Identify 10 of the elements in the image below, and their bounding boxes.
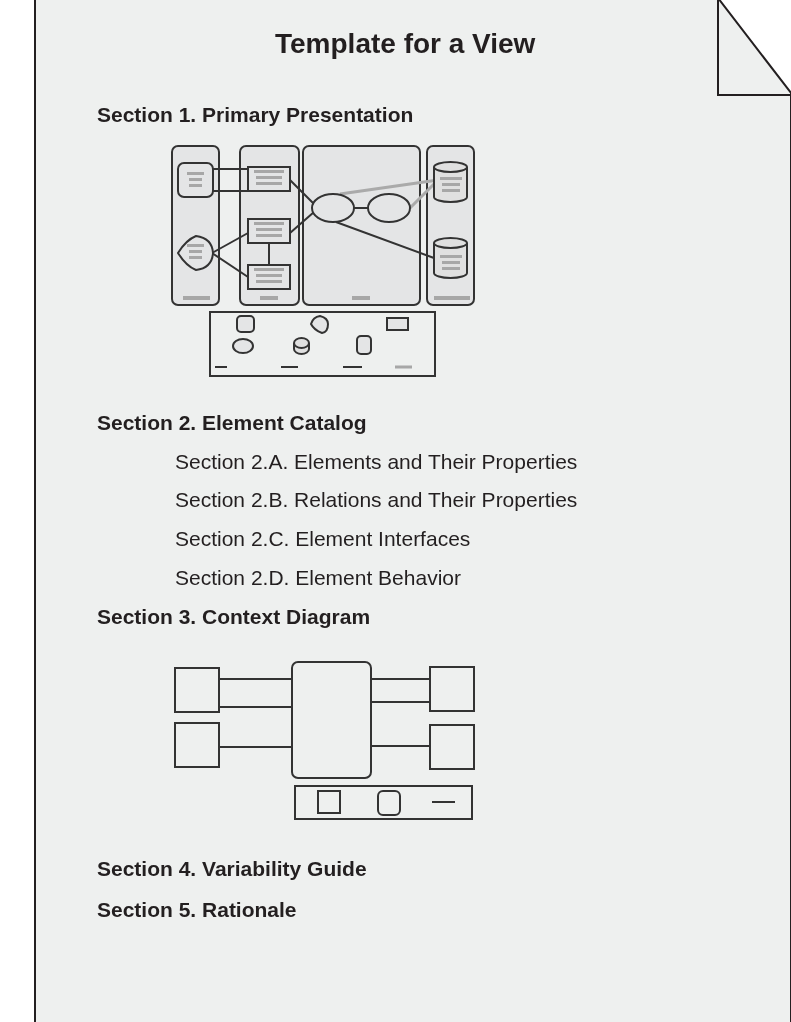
subsection-heading: Section 2.D. Element Behavior bbox=[175, 566, 461, 590]
subsection-heading: Section 2.A. Elements and Their Properties bbox=[175, 450, 578, 474]
page-title: Template for a View bbox=[275, 28, 536, 60]
section-heading: Section 2. Element Catalog bbox=[97, 411, 367, 435]
subsection-heading: Section 2.B. Relations and Their Properties bbox=[175, 488, 578, 512]
section-heading: Section 5. Rationale bbox=[97, 898, 297, 922]
section-heading: Section 4. Variability Guide bbox=[97, 857, 367, 881]
section-heading: Section 1. Primary Presentation bbox=[97, 103, 414, 127]
section-heading: Section 3. Context Diagram bbox=[97, 605, 371, 629]
subsection-heading: Section 2.C. Element Interfaces bbox=[175, 527, 471, 551]
